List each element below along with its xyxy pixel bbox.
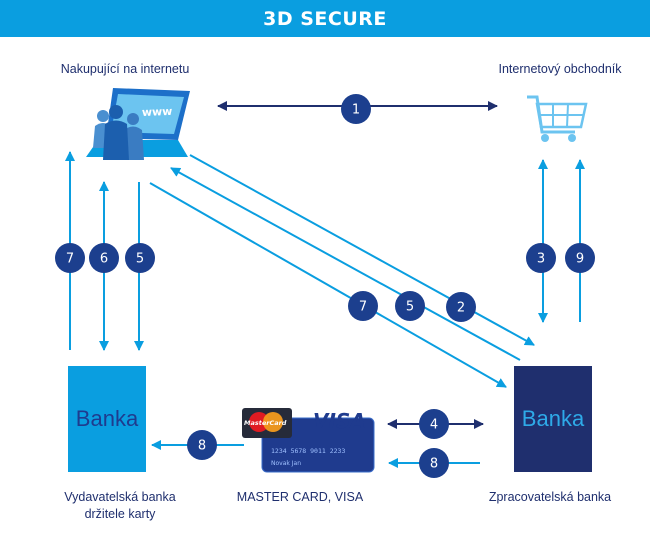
step-badge-6: 6 <box>89 243 119 273</box>
step-badge-7: 7 <box>55 243 85 273</box>
mastercard-card-icon: MasterCard <box>242 408 292 438</box>
issuer-bank-box: Banka <box>68 366 146 472</box>
step-badge-label: 4 <box>430 418 438 433</box>
step-badge-9: 9 <box>565 243 595 273</box>
step-badges: 1 2 3 4 5 5 6 7 7 8 8 9 <box>55 94 595 478</box>
step-badge-7: 7 <box>348 291 378 321</box>
step-badge-label: 7 <box>359 300 367 315</box>
card-number-text: 1234 5678 9011 2233 <box>271 447 345 455</box>
header-bar: 3D SECURE <box>0 0 650 37</box>
acquirer-bank-label: Zpracovatelská banka <box>488 490 612 504</box>
arrow-7-diagonal <box>149 182 507 388</box>
step-badge-label: 7 <box>66 252 74 267</box>
step-badge-3: 3 <box>526 243 556 273</box>
step-badge-label: 9 <box>576 252 584 267</box>
issuer-bank-label-line2: držitele karty <box>84 507 156 521</box>
step-badge-label: 1 <box>352 103 360 118</box>
svg-text:www: www <box>142 105 173 119</box>
shopping-cart-icon <box>527 95 588 142</box>
step-badge-label: 3 <box>537 252 545 267</box>
visa-logo-text: VISA <box>313 409 366 433</box>
step-badge-8: 8 <box>187 430 217 460</box>
step-badge-4: 4 <box>419 409 449 439</box>
step-badge-5: 5 <box>125 243 155 273</box>
diagram-title: 3D SECURE <box>263 7 387 30</box>
merchant-label: Internetový obchodník <box>498 62 622 76</box>
step-badge-1: 1 <box>341 94 371 124</box>
cards-label: MASTER CARD, VISA <box>236 490 364 504</box>
issuer-bank-label-line1: Vydavatelská banka <box>64 490 176 504</box>
acquirer-bank-box: Banka <box>514 366 592 472</box>
computer-www-users-icon: www <box>86 88 190 160</box>
step-badge-label: 8 <box>430 457 438 472</box>
step-badge-5: 5 <box>395 291 425 321</box>
step-badge-8: 8 <box>419 448 449 478</box>
arrow-2-diagonal <box>189 154 535 346</box>
mastercard-logo-text: MasterCard <box>244 419 287 427</box>
step-badge-label: 5 <box>406 300 414 315</box>
step-badge-label: 6 <box>100 252 108 267</box>
step-badge-2: 2 <box>446 292 476 322</box>
payment-cards-icon: 1234 5678 9011 2233 Novak Jan MasterCard… <box>242 408 375 473</box>
step-badge-label: 2 <box>457 301 465 316</box>
step-badge-label: 5 <box>136 252 144 267</box>
arrow-5-diagonal <box>170 167 521 361</box>
step-badge-label: 8 <box>198 439 206 454</box>
shopper-label: Nakupující na internetu <box>60 62 190 76</box>
card-holder-text: Novak Jan <box>271 460 301 467</box>
